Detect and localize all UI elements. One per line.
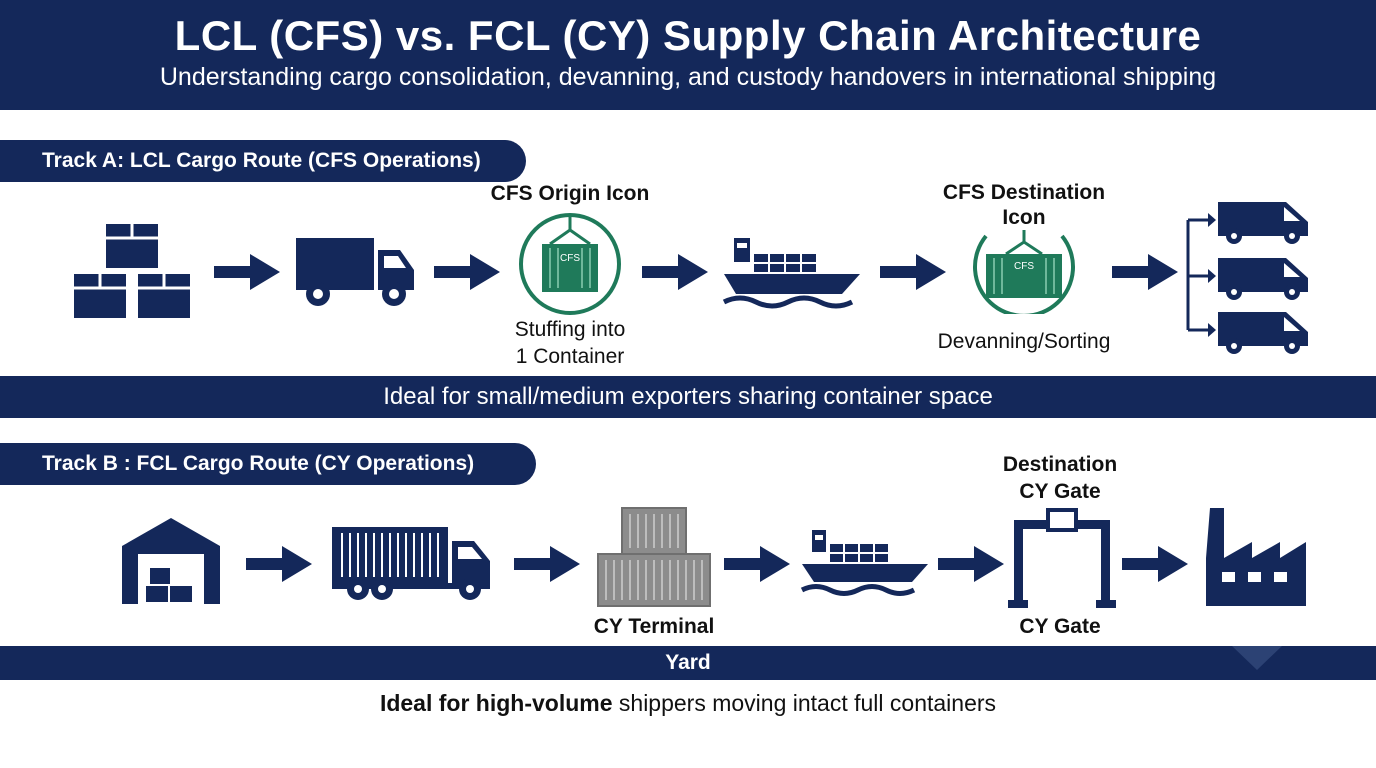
truck-icon: [296, 238, 414, 306]
destination-cy-gate-label-line1: Destination: [1002, 453, 1118, 476]
arrow-icon: [1122, 546, 1188, 582]
page-title: LCL (CFS) vs. FCL (CY) Supply Chain Arch…: [174, 12, 1202, 59]
arrow-icon: [214, 254, 280, 290]
cargo-ship-icon: [722, 238, 860, 309]
cfs-dest-label-line2: Icon: [1002, 206, 1046, 229]
cfs-dest-caption: Devanning/Sorting: [937, 330, 1111, 353]
track-b-title: Track B : FCL Cargo Route (CY Operations…: [0, 443, 536, 485]
cargo-ship-icon: [800, 530, 928, 596]
container-text: CFS: [560, 253, 580, 264]
cy-gate-icon: [1008, 508, 1116, 608]
cfs-origin-caption-line1: Stuffing into: [514, 318, 626, 341]
stacked-containers-icon: [597, 507, 711, 607]
cfs-origin-caption-line2: 1 Container: [515, 345, 625, 368]
page-subtitle: Understanding cargo consolidation, devan…: [159, 63, 1217, 92]
track-a-title: Track A: LCL Cargo Route (CFS Operations…: [0, 140, 526, 182]
cfs-origin-label: CFS Origin Icon: [490, 182, 650, 205]
container-truck-icon: [332, 527, 490, 600]
arrow-icon: [880, 254, 946, 290]
warehouse-icon: [122, 518, 220, 604]
cfs-destination-icon: CFS: [973, 230, 1075, 314]
boxes-icon: [74, 224, 190, 318]
cfs-origin-icon: CFS: [519, 213, 621, 315]
arrow-icon: [938, 546, 1004, 582]
arrow-icon: [724, 546, 790, 582]
delivery-vans-icon: [1186, 202, 1308, 354]
arrow-icon: [246, 546, 312, 582]
track-a-band: Ideal for small/medium exporters sharing…: [0, 376, 1376, 418]
cy-terminal-label: CY Terminal: [593, 615, 715, 638]
arrow-icon: [1112, 254, 1178, 290]
header-banner: LCL (CFS) vs. FCL (CY) Supply Chain Arch…: [0, 0, 1376, 110]
arrow-icon: [642, 254, 708, 290]
track-b-band: Yard: [0, 646, 1376, 680]
track-b-note-bold: Ideal for high-volume: [379, 690, 613, 716]
chevron-down-icon: [1232, 646, 1282, 670]
cy-gate-label: CY Gate: [1019, 615, 1101, 638]
arrow-icon: [514, 546, 580, 582]
cfs-dest-label-line1: CFS Destination: [942, 181, 1106, 204]
track-b-note-rest: shippers moving intact full containers: [612, 690, 997, 716]
container-text: CFS: [1014, 261, 1034, 272]
arrow-icon: [434, 254, 500, 290]
track-b-note: Ideal for high-volume shippers moving in…: [0, 690, 1376, 717]
destination-cy-gate-label-line2: CY Gate: [1019, 480, 1101, 503]
factory-icon: [1206, 508, 1306, 606]
